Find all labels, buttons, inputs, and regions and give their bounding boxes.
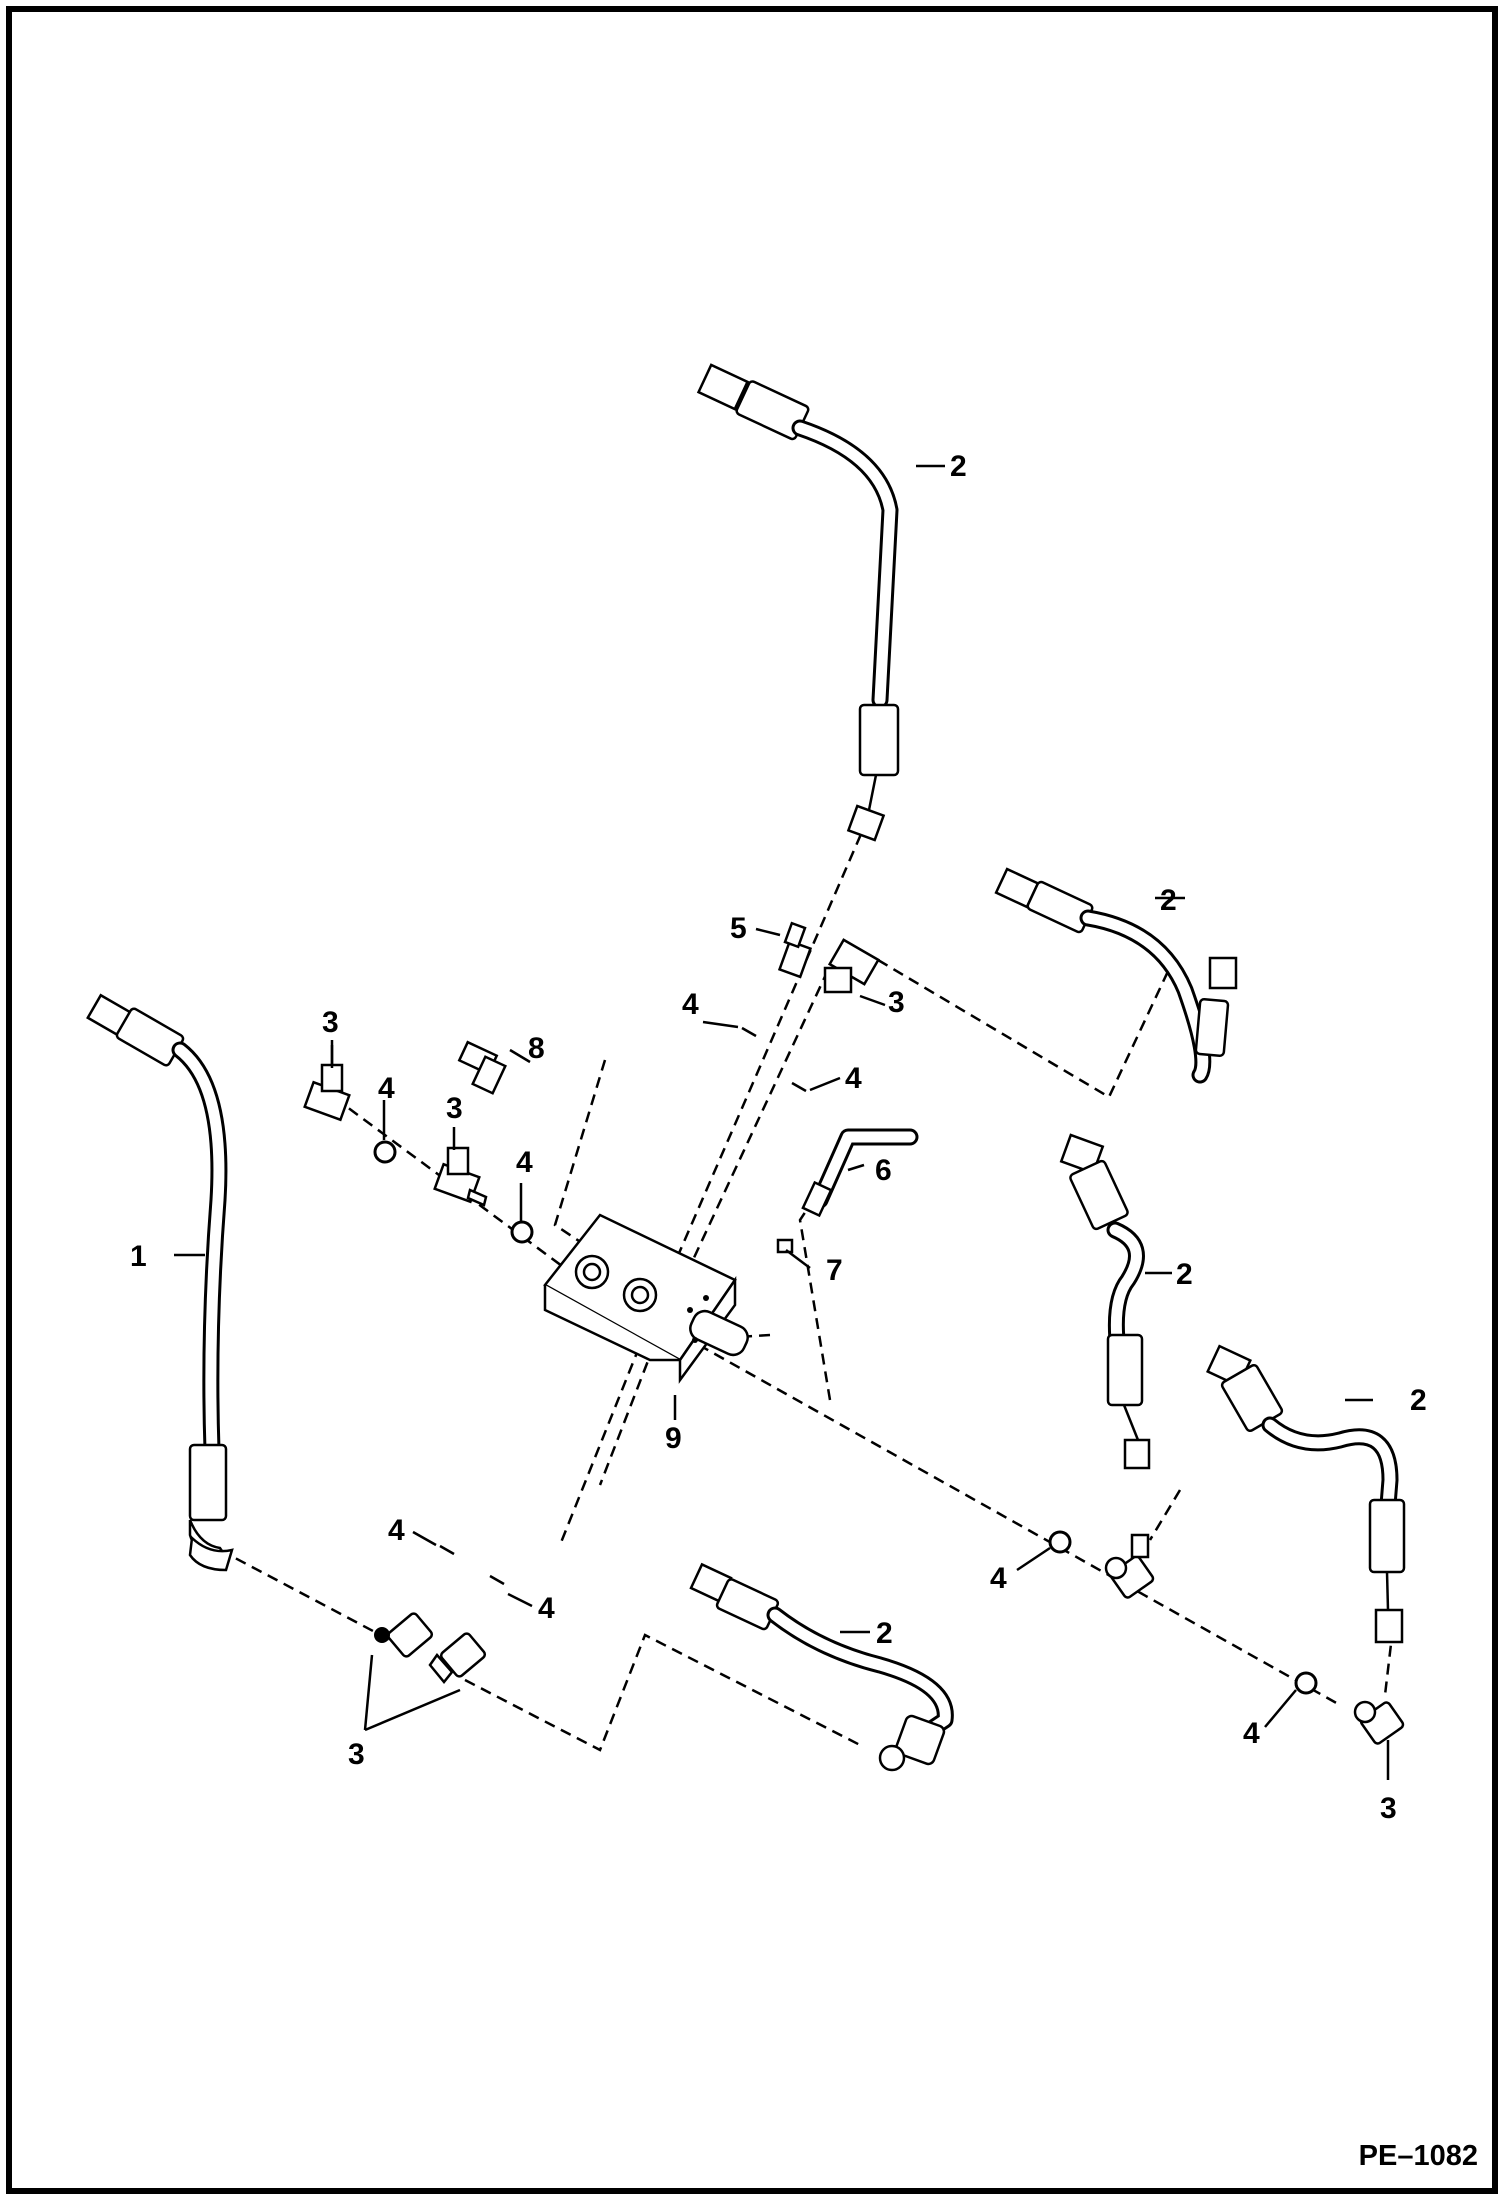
callout-oring-4-right-a: 4: [990, 1562, 1007, 1595]
callout-valve-block-9: 9: [665, 1422, 682, 1455]
elbow-fitting-upper-center: [823, 938, 881, 994]
hose-2-mid-right: [1059, 1133, 1151, 1470]
callout-fitting-3-left-mid: 3: [446, 1092, 463, 1125]
callout-fitting-3-lower-left: 3: [348, 1738, 365, 1771]
leader-lines: [174, 464, 1390, 1780]
callout-oring-4-upper-b: 4: [845, 1062, 862, 1095]
callout-hose-2-bottom: 2: [876, 1617, 893, 1650]
callout-fitting-3-upper-center: 3: [888, 986, 905, 1019]
hose-2-upper-right: [994, 867, 1238, 1084]
callout-plug-7: 7: [826, 1254, 843, 1287]
elbow-fitting-lower-right: [1353, 1700, 1405, 1745]
elbow-fittings-lower-left: [374, 1612, 487, 1684]
elbow-fitting-left-mid: [433, 1146, 488, 1207]
callout-oring-4-lower-a: 4: [388, 1514, 405, 1547]
callout-hose-2-top: 2: [950, 450, 967, 483]
valve-block: [543, 1213, 749, 1384]
rod-6: [801, 1128, 919, 1218]
callout-oring-4-left: 4: [378, 1072, 395, 1105]
callout-fitting-5: 5: [730, 912, 747, 945]
callout-oring-4-upper-a: 4: [682, 988, 699, 1021]
elbow-fitting-mid-right: [1104, 1533, 1155, 1599]
callout-bolt-8: 8: [528, 1032, 545, 1065]
callout-oring-4-lower-b: 4: [538, 1592, 555, 1625]
plug-7: [776, 1238, 794, 1254]
callout-fitting-3-lower-right: 3: [1380, 1792, 1397, 1825]
bolt-8: [457, 1040, 507, 1095]
callout-hose-2-mid-right: 2: [1176, 1258, 1193, 1291]
hose-1-left: [86, 993, 234, 1572]
hose-2-bottom: [689, 1562, 954, 1772]
hose-2-top: [696, 363, 900, 842]
callout-oring-4-center-left: 4: [516, 1146, 533, 1179]
elbow-fitting-upper-left: [303, 1040, 351, 1122]
straight-fitting-5: [777, 921, 813, 979]
callout-hose-2-upper-right: 2: [1160, 884, 1177, 917]
callout-rod-6: 6: [875, 1154, 892, 1187]
drawing-border: [6, 6, 1498, 2194]
hose-2-far-right: [1206, 1344, 1406, 1644]
callout-fitting-3-upper-left: 3: [322, 1006, 339, 1039]
callout-hose-1: 1: [130, 1240, 147, 1273]
callout-hose-2-far-right: 2: [1410, 1384, 1427, 1417]
figure-code: PE–1082: [1359, 2140, 1478, 2172]
callout-labels: 2 2 1 2 2 2 3 3 3 3 3 4 4 4 4 4 4 4 4 5 …: [130, 450, 1427, 1825]
callout-oring-4-right-b: 4: [1243, 1717, 1260, 1750]
seals: [373, 1026, 1318, 1695]
